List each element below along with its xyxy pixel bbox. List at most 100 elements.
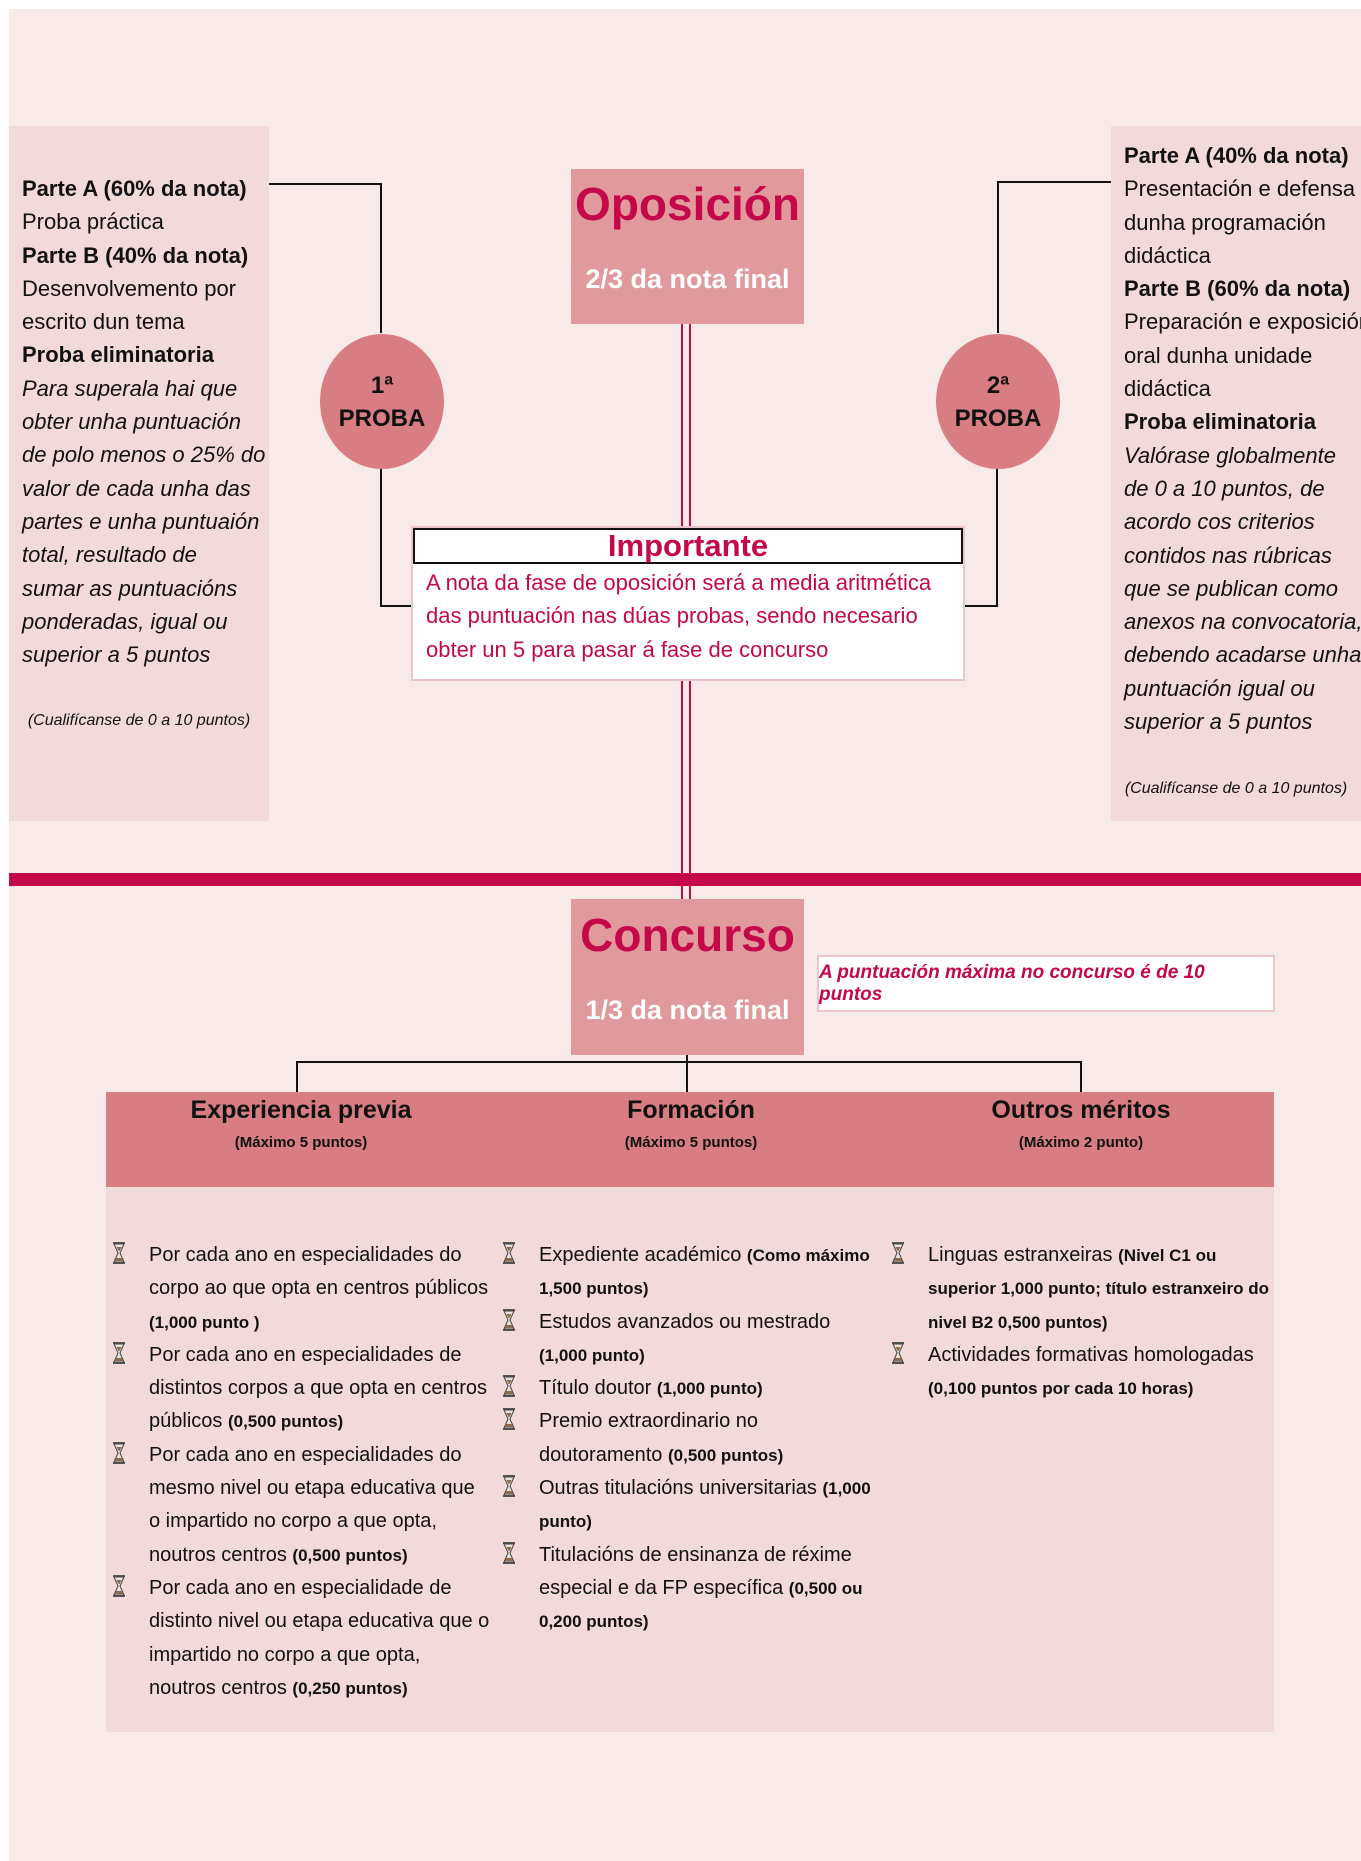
connector-line xyxy=(380,461,382,607)
description-line: didáctica xyxy=(1124,376,1211,402)
list-item: Expediente académico (Como máximo 1,500 … xyxy=(500,1239,875,1306)
experiencia-list: Por cada ano en especialidades do corpo … xyxy=(110,1239,490,1705)
description-line: obter unha puntuación xyxy=(22,409,241,435)
proba1-circle: 1ª PROBA xyxy=(320,334,444,469)
section-divider xyxy=(9,873,1361,886)
list-item-text: Outras titulacións universitarias xyxy=(539,1477,817,1500)
list-item-text: Por cada ano en especialidade de distint… xyxy=(149,1576,490,1699)
connector-line xyxy=(380,183,382,333)
connector-line xyxy=(1080,1063,1082,1092)
category-max: (Máximo 5 puntos) xyxy=(624,1134,758,1151)
hourglass-icon xyxy=(112,1341,126,1365)
description-line: superior a 5 puntos xyxy=(1124,709,1313,735)
connector-double-line xyxy=(689,681,691,910)
description-line: Parte B (40% da nota) xyxy=(22,242,249,268)
description-line: escrito dun tema xyxy=(22,309,185,335)
hourglass-icon xyxy=(112,1241,126,1265)
category-title: Formación xyxy=(627,1096,755,1124)
list-item-text: Estudos avanzados ou mestrado xyxy=(539,1310,831,1333)
description-line: sumar as puntuacións xyxy=(22,575,238,601)
category-title: Outros méritos xyxy=(991,1096,1171,1124)
connector-double-line xyxy=(681,681,683,910)
list-item-text: Título doutor xyxy=(539,1377,652,1400)
connector-line xyxy=(296,1061,1082,1063)
proba2-circle: 2ª PROBA xyxy=(936,334,1060,469)
connector-line xyxy=(269,183,381,185)
list-item-points: (0,250 puntos) xyxy=(292,1678,408,1698)
oposicion-title: Oposición xyxy=(575,178,800,230)
concurso-categories-body: Por cada ano en especialidades do corpo … xyxy=(106,1187,1274,1732)
list-item-points: (1,000 punto) xyxy=(539,1479,871,1532)
formacion-list: Expediente académico (Como máximo 1,500 … xyxy=(500,1239,875,1639)
list-item-text: Premio extraordinario no doutoramento xyxy=(539,1410,758,1466)
list-item: Premio extraordinario no doutoramento (0… xyxy=(500,1405,875,1472)
hourglass-icon xyxy=(502,1308,516,1332)
list-item: Por cada ano en especialidade de distint… xyxy=(110,1572,490,1705)
importante-box: Importante A nota da fase de oposición s… xyxy=(411,526,965,681)
list-item-points: (0,500 ou 0,200 puntos) xyxy=(539,1578,863,1632)
list-item: Por cada ano en especialidades do corpo … xyxy=(110,1239,490,1339)
oposicion-subtitle: 2/3 da nota final xyxy=(585,264,790,294)
category-experiencia-header: Experiencia previa (Máximo 5 puntos) xyxy=(146,1092,456,1151)
description-line: valor de cada unha das xyxy=(22,475,251,501)
proba2-number: 2ª xyxy=(986,371,1010,399)
description-line: Valórase globalmente xyxy=(1124,442,1336,468)
description-line: Presentación e defensa xyxy=(1124,176,1356,202)
list-item-points: (0,500 puntos) xyxy=(667,1445,784,1465)
list-item-points: (0,100 puntos por cada 10 horas) xyxy=(928,1379,1194,1399)
description-line: Proba práctica xyxy=(22,209,164,235)
proba1-note: (Cualifícanse de 0 a 10 puntos) xyxy=(27,712,251,729)
category-max: (Máximo 2 punto) xyxy=(1018,1134,1144,1151)
connector-line xyxy=(997,181,999,333)
category-title: Experiencia previa xyxy=(190,1096,412,1124)
concurso-box: Concurso 1/3 da nota final xyxy=(571,899,804,1055)
list-item: Estudos avanzados ou mestrado (1,000 pun… xyxy=(500,1306,875,1373)
list-item-points: (1,000 punto) xyxy=(656,1379,763,1399)
list-item-points: (Como máximo 1,500 puntos) xyxy=(539,1246,870,1299)
connector-line xyxy=(963,605,998,607)
description-line: total, resultado de xyxy=(22,542,197,568)
hourglass-icon xyxy=(502,1474,516,1498)
list-item-points: (1,000 punto) xyxy=(539,1345,645,1365)
proba2-description: Parte A (40% da nota)Presentación e defe… xyxy=(1124,139,1361,738)
description-line: anexos na convocatoria, xyxy=(1124,609,1361,635)
list-item-text: Por cada ano en especialidades do corpo … xyxy=(149,1244,489,1300)
hourglass-icon xyxy=(112,1574,126,1598)
list-item: Titulacións de ensinanza de réxime espec… xyxy=(500,1539,875,1639)
list-item: Actividades formativas homologadas (0,10… xyxy=(889,1339,1274,1406)
proba1-label: PROBA xyxy=(338,404,426,432)
concurso-title: Concurso xyxy=(580,909,795,961)
description-line: dunha programación xyxy=(1124,209,1326,235)
list-item-points: (0,500 puntos) xyxy=(292,1545,408,1565)
list-item-points: (0,500 puntos) xyxy=(227,1412,344,1432)
description-line: puntuación igual ou xyxy=(1124,675,1315,701)
description-line: Proba eliminatoria xyxy=(22,342,214,368)
connector-line xyxy=(296,1061,298,1092)
category-outros-header: Outros méritos (Máximo 2 punto) xyxy=(926,1092,1236,1151)
hourglass-icon xyxy=(502,1241,516,1265)
description-line: contidos nas rúbricas xyxy=(1124,542,1332,568)
oposicion-box: Oposición 2/3 da nota final xyxy=(571,169,804,324)
list-item-text: Linguas estranxeiras xyxy=(928,1244,1113,1266)
hourglass-icon xyxy=(891,1241,905,1265)
proba1-number: 1ª xyxy=(370,371,394,399)
description-line: Parte B (60% da nota) xyxy=(1124,276,1351,302)
description-line: partes e unha puntuaión xyxy=(22,508,260,534)
description-line: de 0 a 10 puntos, de xyxy=(1124,475,1325,501)
importante-text: A nota da fase de oposición será a media… xyxy=(426,570,932,662)
proba2-label: PROBA xyxy=(954,404,1042,432)
description-line: superior a 5 puntos xyxy=(22,642,211,668)
connector-line xyxy=(997,181,1111,183)
concurso-subtitle: 1/3 da nota final xyxy=(585,995,790,1025)
description-line: didáctica xyxy=(1124,242,1211,268)
proba2-panel: Parte A (40% da nota)Presentación e defe… xyxy=(1111,126,1361,821)
connector-line xyxy=(996,461,998,607)
description-line: de polo menos o 25% do xyxy=(22,442,266,468)
description-line: debendo acadarse unha xyxy=(1124,642,1361,668)
concurso-categories-header: Experiencia previa (Máximo 5 puntos) For… xyxy=(106,1092,1274,1187)
description-line: Proba eliminatoria xyxy=(1124,409,1316,435)
list-item-points: (1,000 punto ) xyxy=(149,1312,260,1332)
connector-line xyxy=(380,605,420,607)
description-line: Desenvolvemento por xyxy=(22,275,237,301)
